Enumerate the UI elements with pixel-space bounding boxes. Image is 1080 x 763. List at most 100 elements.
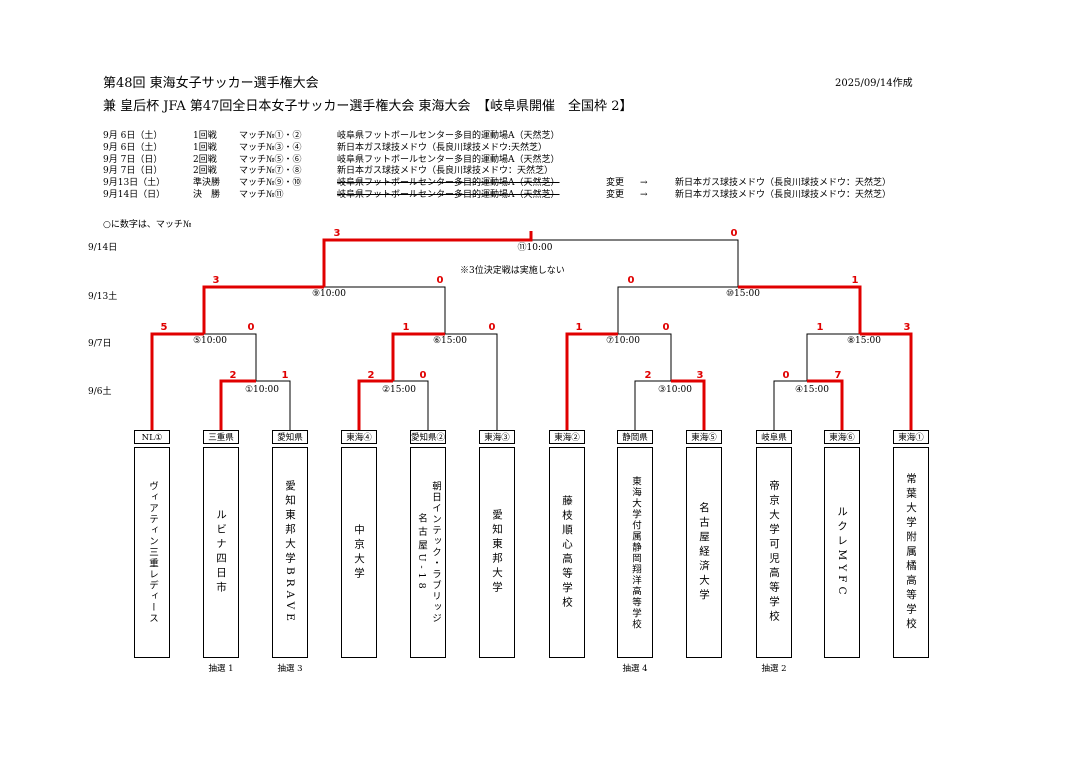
- team-seed-label: 岐阜県: [756, 430, 792, 444]
- match-number-note: ○に数字は、マッチ№: [103, 220, 192, 230]
- schedule-match: マッチ№⑦・⑧: [239, 166, 302, 177]
- match-6-label: ⑥15:00: [432, 336, 468, 346]
- team-box: 藤枝順心高等学校: [549, 447, 585, 658]
- schedule-date: 9月 6日（土）: [103, 142, 163, 153]
- team-seed-label: NL①: [134, 430, 170, 444]
- team-box: 帝京大学可児高等学校: [756, 447, 792, 658]
- match-5-label: ⑤10:00: [192, 336, 228, 346]
- schedule-match: マッチ№⑪: [239, 190, 284, 200]
- match-9-label: ⑨10:00: [311, 289, 347, 299]
- no-third-place-note: ※3位決定戦は実施しない: [460, 266, 565, 276]
- team-name: 帝京大学可児高等学校: [768, 480, 780, 625]
- schedule-date: 9月 6日（土）: [103, 131, 163, 141]
- tournament-title: 第48回 東海女子サッカー選手権大会: [103, 76, 319, 91]
- team-name: 名古屋経済大学: [698, 501, 710, 604]
- match-10-label: ⑩15:00: [725, 289, 761, 299]
- match-11-score-right: 0: [730, 228, 738, 239]
- match-3-score-right: 3: [696, 370, 704, 381]
- schedule-venue: 岐阜県フットボールセンター多目的運動場A（天然芝）: [337, 131, 560, 141]
- team-box: 東海大学付属静岡翔洋高等学校: [617, 447, 653, 658]
- team-box: ヴィアティン三重レディース: [134, 447, 170, 658]
- schedule-arrow: →: [640, 190, 648, 200]
- match-1-score-right: 1: [281, 370, 289, 381]
- schedule-round: 2回戦: [193, 154, 217, 165]
- team-box: 名古屋経済大学: [686, 447, 722, 658]
- schedule-round: 準決勝: [193, 178, 221, 189]
- row-label-semifinal: 9/13土: [88, 292, 118, 302]
- schedule-date: 9月 7日（日）: [103, 166, 163, 177]
- team-box: ルビナ四日市: [203, 447, 239, 658]
- created-date: 2025/09/14作成: [835, 78, 913, 89]
- team-name: 藤枝順心高等学校: [561, 494, 573, 611]
- team-name: 中京大学: [353, 523, 365, 582]
- schedule-round: 2回戦: [193, 166, 217, 177]
- schedule-newvenue: 新日本ガス球技メドウ（長良川球技メドウ：天然芝）: [675, 178, 892, 189]
- match-5-score-left: 5: [160, 322, 168, 333]
- team-box: 朝日インテック・ラブリッジ名古屋U-18: [410, 447, 446, 658]
- match-3-score-left: 2: [644, 370, 652, 381]
- match-10-score-left: 0: [627, 275, 635, 286]
- team-name: 常葉大学附属橘高等学校: [905, 472, 917, 633]
- draw-lot-label: 抽選 4: [622, 664, 648, 674]
- schedule-venue: 新日本ガス球技メドウ（長良川球技メドウ:天然芝）: [337, 142, 548, 153]
- match-8-label: ⑧15:00: [846, 336, 882, 346]
- match-5-score-right: 0: [247, 322, 255, 333]
- team-seed-label: 東海①: [893, 430, 929, 444]
- draw-lot-label: 抽選 3: [277, 664, 303, 674]
- schedule-venue: 岐阜県フットボールセンター多目的運動場A（天然芝）: [337, 178, 560, 189]
- schedule-match: マッチ№①・②: [239, 131, 302, 141]
- schedule-venue: 岐阜県フットボールセンター多目的運動場A（天然芝）: [337, 154, 560, 165]
- team-name: 名古屋U-18: [416, 512, 427, 593]
- schedule-round: 決 勝: [193, 190, 221, 200]
- schedule-newvenue: 新日本ガス球技メドウ（長良川球技メドウ：天然芝）: [675, 190, 892, 200]
- team-box: 中京大学: [341, 447, 377, 658]
- team-name: 朝日インテック・ラブリッジ: [430, 481, 441, 624]
- match-4-score-left: 0: [782, 370, 790, 381]
- team-name: ヴィアティン三重レディース: [147, 481, 158, 624]
- team-seed-label: 愛知県: [272, 430, 308, 444]
- team-seed-label: 東海⑤: [686, 430, 722, 444]
- match-7-score-right: 0: [662, 322, 670, 333]
- schedule-change: 変更: [606, 190, 625, 200]
- team-seed-label: 東海⑥: [824, 430, 860, 444]
- draw-lot-label: 抽選 1: [208, 664, 234, 674]
- team-name: 愛知東邦大学: [491, 509, 503, 596]
- match-2-score-left: 2: [367, 370, 375, 381]
- draw-lot-label: 抽選 2: [761, 664, 787, 674]
- schedule-change: 変更: [606, 178, 625, 189]
- schedule-date: 9月 7日（日）: [103, 154, 163, 165]
- match-2-label: ②15:00: [381, 385, 417, 395]
- match-9-score-right: 0: [436, 275, 444, 286]
- schedule-venue: 新日本ガス球技メドウ（長良川球技メドウ：天然芝）: [337, 166, 554, 177]
- schedule-arrow: →: [640, 178, 648, 189]
- schedule-match: マッチ№⑤・⑥: [239, 154, 302, 165]
- row-label-round1: 9/6土: [88, 387, 112, 397]
- team-name: ルクレMYFC: [836, 506, 848, 599]
- schedule-date: 9月14日（日）: [103, 190, 166, 200]
- match-4-label: ④15:00: [794, 385, 830, 395]
- team-box: 愛知東邦大学: [479, 447, 515, 658]
- tournament-subtitle: 兼 皇后杯 JFA 第47回全日本女子サッカー選手権大会 東海大会 【岐阜県開催…: [103, 99, 633, 114]
- match-1-label: ①10:00: [244, 385, 280, 395]
- match-8-score-left: 1: [816, 322, 824, 333]
- match-7-label: ⑦10:00: [605, 336, 641, 346]
- team-name: 愛知東邦大学BRAVE: [284, 480, 296, 625]
- schedule-match: マッチ№⑨・⑩: [239, 178, 302, 189]
- team-box: 愛知東邦大学BRAVE: [272, 447, 308, 658]
- match-8-score-right: 3: [903, 322, 911, 333]
- row-label-final: 9/14日: [88, 243, 118, 253]
- match-6-score-left: 1: [402, 322, 410, 333]
- team-seed-label: 静岡県: [617, 430, 653, 444]
- match-2-score-right: 0: [419, 370, 427, 381]
- team-seed-label: 東海②: [549, 430, 585, 444]
- match-7-score-left: 1: [575, 322, 583, 333]
- team-box: 常葉大学附属橘高等学校: [893, 447, 929, 658]
- team-seed-label: 東海③: [479, 430, 515, 444]
- team-name: 東海大学付属静岡翔洋高等学校: [630, 475, 641, 630]
- schedule-date: 9月13日（土）: [103, 178, 166, 189]
- match-11-score-left: 3: [333, 228, 341, 239]
- match-10-score-right: 1: [851, 275, 859, 286]
- schedule-round: 1回戦: [193, 131, 217, 141]
- schedule-round: 1回戦: [193, 142, 217, 153]
